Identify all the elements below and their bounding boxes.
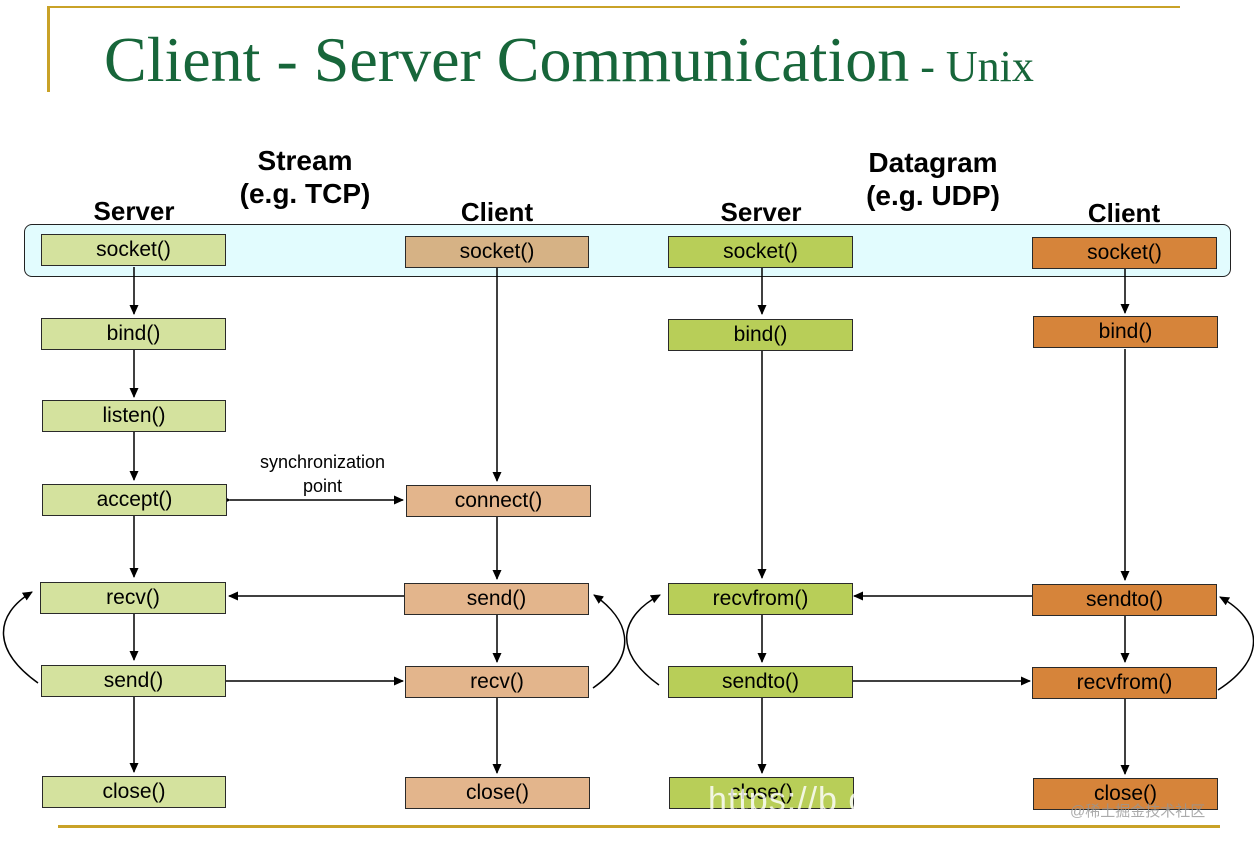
tcp-client-connect: connect(): [406, 485, 591, 517]
slide-title: Client - Server Communication - Unix: [104, 28, 1034, 92]
slide-title-sub: - Unix: [909, 42, 1034, 91]
frame-bottom-rule: [58, 825, 1220, 828]
loop-arrow-tcp-server: [2, 591, 39, 684]
tcp-server-socket: socket(): [41, 234, 226, 266]
loop-arrow-udp-client: [1217, 596, 1254, 691]
datagram-heading-example: (e.g. UDP): [866, 180, 1000, 212]
tcp-server-close: close(): [42, 776, 226, 808]
tcp-client-send: send(): [404, 583, 589, 615]
tcp-server-listen: listen(): [42, 400, 226, 432]
sync-point-label: synchronization point: [240, 450, 405, 499]
udp-client-close: close(): [1033, 778, 1218, 810]
udp-server-close: close(): [669, 777, 854, 809]
udp-server-sendto: sendto(): [668, 666, 853, 698]
stream-client-label: Client: [460, 197, 534, 227]
url-watermark: https://b ot/h 172: [708, 781, 980, 819]
datagram-heading: Datagram (e.g. UDP): [848, 146, 1018, 212]
datagram-client-label: Client: [1087, 198, 1161, 228]
frame-top-rule: [47, 6, 1180, 8]
datagram-server-label: Server: [720, 197, 802, 227]
tcp-client-socket: socket(): [405, 236, 589, 268]
source-credit: @稀土掘金技术社区: [1070, 803, 1206, 820]
datagram-heading-title: Datagram: [868, 147, 998, 178]
udp-client-bind: bind(): [1033, 316, 1218, 348]
frame-left-rule: [47, 6, 50, 92]
tcp-client-close: close(): [405, 777, 590, 809]
udp-client-recvfrom: recvfrom(): [1032, 667, 1217, 699]
stream-server-label: Server: [93, 196, 175, 226]
udp-server-bind: bind(): [668, 319, 853, 351]
tcp-server-send: send(): [41, 665, 226, 697]
slide-title-main: Client - Server Communication: [104, 24, 910, 95]
tcp-server-bind: bind(): [41, 318, 226, 350]
sync-point-text: synchronization point: [259, 452, 386, 497]
tcp-client-recv: recv(): [405, 666, 589, 698]
udp-client-sendto: sendto(): [1032, 584, 1217, 616]
tcp-server-accept: accept(): [42, 484, 227, 516]
tcp-server-recv: recv(): [40, 582, 226, 614]
udp-server-socket: socket(): [668, 236, 853, 268]
loop-arrow-tcp-client: [592, 594, 626, 689]
udp-client-socket: socket(): [1032, 237, 1217, 269]
loop-arrow-udp-server: [626, 594, 661, 686]
stream-heading: Stream (e.g. TCP): [225, 144, 385, 210]
udp-server-recvfrom: recvfrom(): [668, 583, 853, 615]
stream-heading-title: Stream: [257, 145, 353, 176]
stream-heading-example: (e.g. TCP): [239, 178, 371, 210]
